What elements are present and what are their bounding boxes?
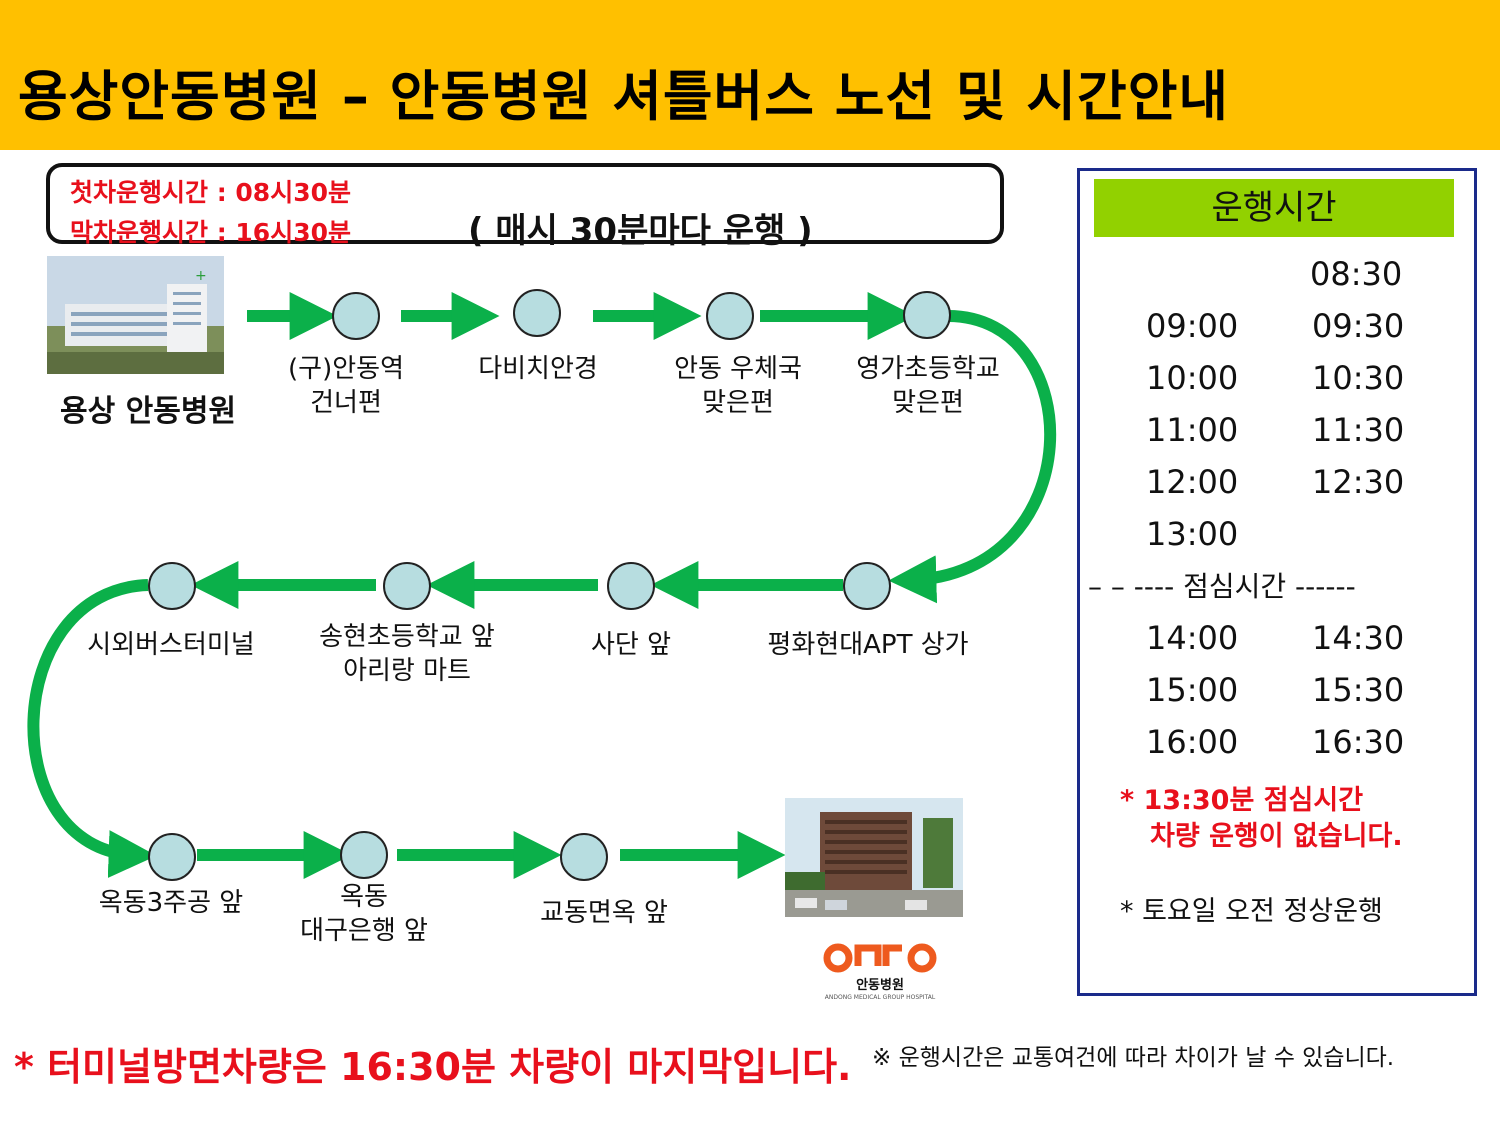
stop-marker xyxy=(843,562,891,610)
time-cell: 09:30 xyxy=(1312,307,1405,345)
hospital-logo-icon xyxy=(823,943,937,973)
time-cell: 11:00 xyxy=(1146,411,1239,449)
stop-marker xyxy=(903,291,951,339)
time-cell: 11:30 xyxy=(1312,411,1405,449)
page-title: 용상안동병원 – 안동병원 셔틀버스 노선 및 시간안내 xyxy=(18,65,1230,128)
stop-marker xyxy=(706,292,754,340)
hospital-logo-name: 안동병원 xyxy=(856,978,904,993)
time-cell: 14:00 xyxy=(1146,619,1239,657)
first-bus-time: 첫차운행시간 : 08시30분 xyxy=(70,178,351,207)
stop-label: 옥동3주공 앞 xyxy=(98,888,244,918)
stop-marker xyxy=(560,833,608,881)
stop-marker xyxy=(607,562,655,610)
destination-hospital-logo: 안동병원 ANDONG MEDICAL GROUP HOSPITAL xyxy=(820,938,940,1004)
stop-marker xyxy=(383,562,431,610)
time-cell: 14:30 xyxy=(1312,619,1405,657)
svg-text:+: + xyxy=(195,268,207,284)
stop-label: 교동면옥 앞 xyxy=(540,898,668,928)
stop-marker xyxy=(332,292,380,340)
hospital-logo-subtitle: ANDONG MEDICAL GROUP HOSPITAL xyxy=(824,994,936,1001)
header-bar xyxy=(0,0,1500,150)
stop-marker xyxy=(148,833,196,881)
lunch-break-divider: – – ---- 점심시간 ------ xyxy=(1088,570,1356,603)
route-curve-right xyxy=(888,310,1057,604)
interval-note: ( 매시 30분마다 운행 ) xyxy=(468,211,813,251)
traffic-disclaimer: ※ 운행시간은 교통여건에 따라 차이가 날 수 있습니다. xyxy=(872,1045,1395,1071)
schedule-title: 운행시간 xyxy=(1094,179,1454,237)
time-cell: 16:00 xyxy=(1146,723,1239,761)
time-cell: 15:00 xyxy=(1146,671,1239,709)
saturday-note: * 토요일 오전 정상운행 xyxy=(1120,896,1383,927)
last-bus-time: 막차운행시간 : 16시30분 xyxy=(70,218,351,247)
time-cell: 09:00 xyxy=(1146,307,1239,345)
time-cell: 12:00 xyxy=(1146,463,1239,501)
time-cell: 12:30 xyxy=(1312,463,1405,501)
route-curve-left xyxy=(27,579,157,878)
last-bus-warning: * 터미널방면차량은 16:30분 차량이 마지막입니다. xyxy=(14,1045,852,1089)
time-cell: 08:30 xyxy=(1310,255,1403,293)
stop-label: 다비치안경 xyxy=(478,354,598,384)
time-cell: 10:30 xyxy=(1312,359,1405,397)
stop-marker xyxy=(513,289,561,337)
stop-marker xyxy=(340,831,388,879)
origin-hospital-photo: + xyxy=(47,256,224,374)
operating-info-box: 첫차운행시간 : 08시30분 막차운행시간 : 16시30분 ( 매시 30분… xyxy=(46,163,1004,251)
stop-label: 시외버스터미널 xyxy=(87,630,255,660)
destination-hospital-photo xyxy=(785,798,963,917)
origin-hospital-label: 용상 안동병원 xyxy=(60,394,237,429)
time-cell: 15:30 xyxy=(1312,671,1405,709)
lunch-note: * 13:30분 점심시간 차량 운행이 없습니다. xyxy=(1120,785,1403,852)
schedule-panel: 운행시간 08:30 09:00 09:30 10:00 10:30 11:00… xyxy=(1077,168,1477,996)
time-cell: 13:00 xyxy=(1146,515,1239,553)
stop-marker xyxy=(148,562,196,610)
stop-label: 평화현대APT 상가 xyxy=(767,630,969,660)
time-cell: 10:00 xyxy=(1146,359,1239,397)
time-cell: 16:30 xyxy=(1312,723,1405,761)
stop-label: 사단 앞 xyxy=(590,630,672,660)
